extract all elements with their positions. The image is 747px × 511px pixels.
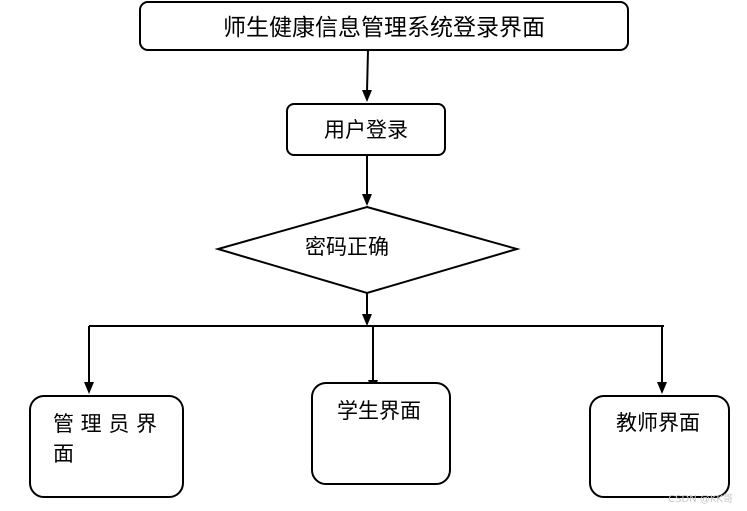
arrowhead-admin xyxy=(84,382,94,394)
teacher-box-label: 教师界面 xyxy=(616,411,700,435)
student-box xyxy=(311,382,451,485)
arrowhead-decision xyxy=(362,194,372,206)
watermark: CSDN @KK哥 xyxy=(668,494,733,505)
title-box xyxy=(139,1,629,51)
teacher-box xyxy=(589,395,730,498)
arrowhead-branch xyxy=(362,314,372,326)
arrowhead-login xyxy=(362,90,372,102)
student-box-label: 学生界面 xyxy=(337,399,421,423)
login-box-label: 用户登录 xyxy=(324,118,408,142)
decision-label: 密码正确 xyxy=(305,235,389,259)
arrowhead-teacher xyxy=(657,382,667,394)
admin-box xyxy=(29,395,184,498)
admin-box-label-line2: 面 xyxy=(53,442,74,466)
title-box-label: 师生健康信息管理系统登录界面 xyxy=(223,15,545,41)
arrow-title-to-login xyxy=(366,49,369,93)
admin-box-label-line1: 管 理 员 界 xyxy=(53,412,157,436)
